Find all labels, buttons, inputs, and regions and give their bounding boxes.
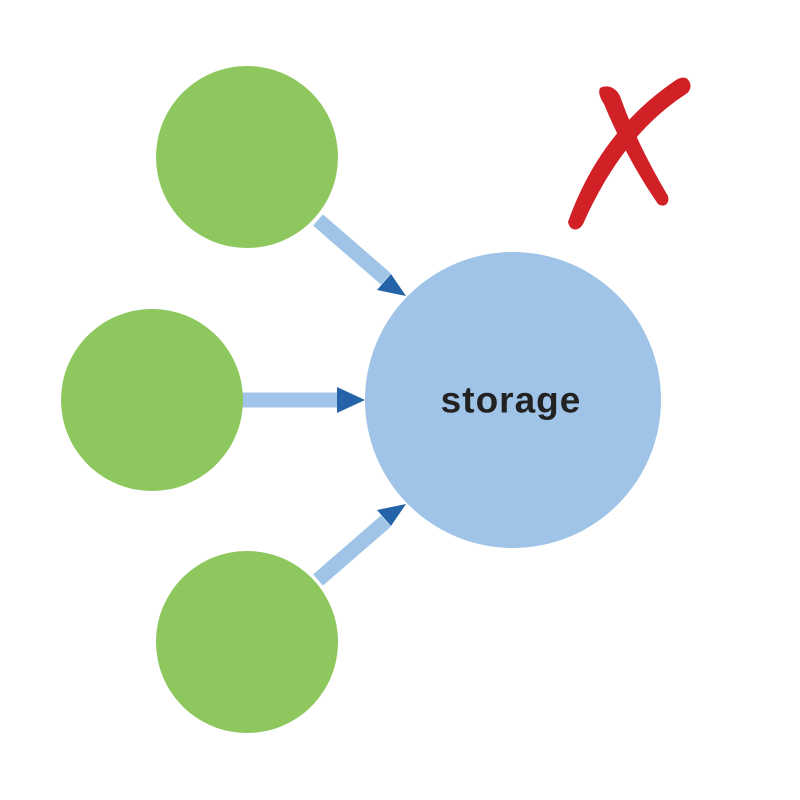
source-node-bottom bbox=[156, 551, 338, 733]
source-node-top bbox=[156, 66, 338, 248]
arrow-shaft bbox=[313, 214, 391, 285]
arrow-bottom-to-storage bbox=[313, 504, 406, 586]
arrow-middle-to-storage bbox=[240, 387, 365, 413]
source-node-middle bbox=[61, 309, 243, 491]
cross-stroke-left bbox=[599, 86, 669, 206]
arrow-head bbox=[377, 504, 406, 526]
cross-stroke-right bbox=[568, 77, 691, 230]
arrow-head bbox=[337, 387, 365, 413]
arrow-top-to-storage bbox=[313, 214, 406, 296]
cross-mark-icon bbox=[568, 77, 691, 230]
arrow-shaft bbox=[313, 515, 391, 586]
storage-node bbox=[365, 252, 661, 548]
arrow-head bbox=[377, 274, 406, 296]
storage-label: storage bbox=[441, 380, 582, 421]
